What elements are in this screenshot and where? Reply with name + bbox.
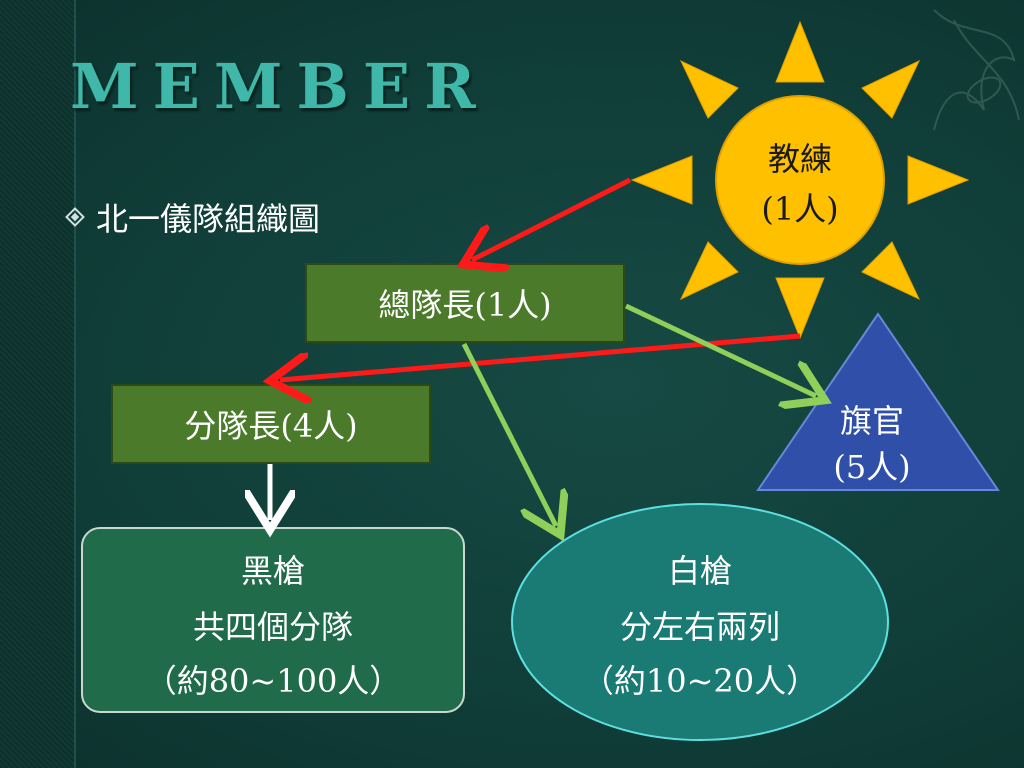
captain-label: 總隊長(1人) (378, 286, 551, 324)
captain-to-flag-officer-arrow (624, 303, 816, 396)
captain-box: 總隊長(1人) (305, 263, 625, 343)
sun-ray (630, 155, 693, 205)
bullet-item: 北一儀隊組織圖 (65, 194, 321, 240)
white-rifle-title: 白槍 (668, 552, 732, 590)
sun-ray (907, 155, 970, 205)
bullet-text: 北一儀隊組織圖 (96, 200, 321, 238)
side-divider (74, 0, 76, 768)
white-rifle-rows: 分左右兩列 (620, 608, 780, 646)
sun-ray (679, 241, 739, 301)
black-rifle-box: 黑槍 共四個分隊 （約80~100人） (81, 527, 465, 713)
sun-ray (775, 277, 825, 340)
butterfly-decoration-icon (933, 9, 1020, 131)
white-rifle-ellipse: 白槍 分左右兩列 （約10~20人） (511, 503, 889, 741)
white-rifle-count: （約10~20人） (582, 662, 818, 700)
sun-ray (775, 20, 825, 83)
black-rifle-squads: 共四個分隊 (193, 608, 353, 646)
flag-officer-label: 旗官 (840, 402, 904, 440)
coach-count: (1人) (761, 190, 838, 228)
squad-leader-box: 分隊長(4人) (111, 384, 431, 464)
flag-officer-count: (5人) (833, 448, 910, 486)
black-rifle-count: （約80~100人） (145, 662, 402, 700)
flag-officer-triangle: 旗官 (5人) (756, 312, 1000, 491)
sun-ray (679, 59, 739, 119)
captain-to-white-rifle-arrow (461, 342, 556, 526)
sun-ray (861, 241, 921, 301)
coach-to-captain-arrow (472, 177, 632, 260)
sun-disc (715, 95, 885, 265)
coach-to-squad-leader-arrow (280, 333, 801, 380)
squad-leader-label: 分隊長(4人) (184, 407, 357, 445)
sun-ray (861, 59, 921, 119)
coach-sun: 教練 (1人) (630, 20, 970, 340)
coach-label: 教練 (768, 140, 832, 178)
slide-title: MEMBER (70, 50, 490, 123)
black-rifle-title: 黑槍 (241, 552, 305, 590)
side-pattern-strip (0, 0, 74, 768)
